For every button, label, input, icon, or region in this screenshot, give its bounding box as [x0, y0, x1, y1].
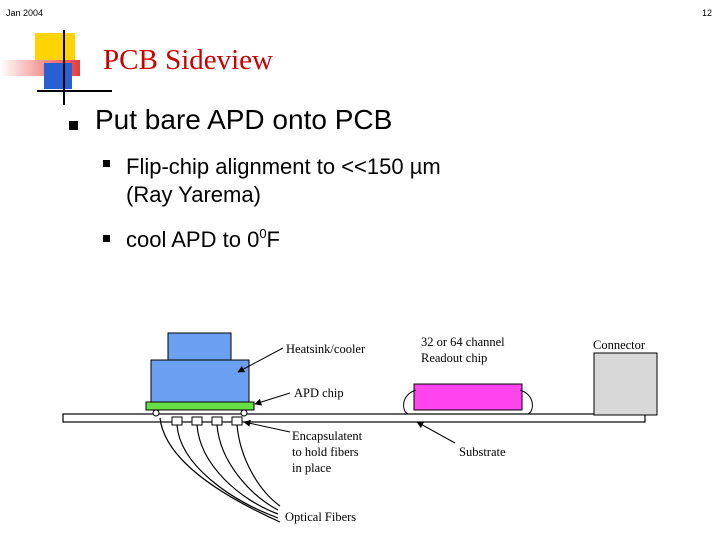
- heatsink-arrow: [237, 347, 284, 373]
- connector-block: [593, 352, 658, 416]
- encapsulant-label-line3: in place: [292, 461, 332, 475]
- sub-bullet-text: Flip-chip alignment to <<150 µm (Ray Yar…: [126, 153, 441, 209]
- fiber-hole: [191, 416, 203, 426]
- bullet-text: Put bare APD onto PCB: [95, 104, 393, 135]
- sub-bullet-line: (Ray Yarema): [126, 182, 261, 207]
- substrate-board: [62, 413, 646, 423]
- fiber-hole: [171, 416, 183, 426]
- sub-bullet-suffix: F: [266, 227, 280, 252]
- substrate-label: Substrate: [459, 445, 506, 459]
- optical-fiber: [176, 424, 279, 519]
- readout-label-line2: Readout chip: [421, 351, 487, 365]
- deco-blue-square: [44, 63, 72, 89]
- heatsink-label: Heatsink/cooler: [286, 342, 366, 356]
- encapsulant-label-line1: Encapsulatent: [292, 429, 363, 443]
- optical-fiber: [216, 424, 279, 511]
- sub-bullet-main: cool APD to 0: [126, 227, 260, 252]
- page-number: 12: [701, 8, 712, 18]
- optical-fibers-label: Optical Fibers: [285, 510, 356, 524]
- encapsulant-arrow: [243, 419, 291, 433]
- fiber-hole: [231, 416, 243, 426]
- superscript: 0: [259, 226, 267, 241]
- readout-label-line1: 32 or 64 channel: [421, 335, 505, 349]
- connector-label: Connector: [593, 338, 646, 352]
- solder-bump: [152, 409, 160, 417]
- apd-chip-arrow: [254, 392, 291, 406]
- apd-chip-block: [150, 359, 250, 403]
- optical-fiber: [159, 417, 281, 523]
- heatsink-block: [167, 332, 232, 361]
- bullet-marker: [69, 121, 78, 130]
- sub-bullet-marker: [103, 160, 110, 167]
- solder-bump: [240, 409, 248, 417]
- deco-vertical-line: [63, 30, 65, 105]
- header-date: Jan 2004: [6, 8, 44, 18]
- bond-wire: [519, 389, 533, 415]
- encapsulant-label-line2: to hold fibers: [292, 445, 359, 459]
- apd-chip-label: APD chip: [294, 386, 344, 400]
- bond-wire: [403, 389, 417, 415]
- sub-bullet-marker: [103, 235, 110, 242]
- slide-title: PCB Sideview: [103, 44, 273, 76]
- sub-bullet-text: cool APD to 00F: [126, 226, 280, 253]
- fiber-hole: [211, 416, 223, 426]
- substrate-arrow: [416, 421, 456, 444]
- deco-horizontal-line: [37, 90, 112, 92]
- apd-base: [145, 401, 255, 411]
- readout-chip-block: [413, 383, 523, 411]
- sub-bullet-line: Flip-chip alignment to <<150 µm: [126, 154, 441, 179]
- title-decoration: [0, 0, 120, 110]
- pcb-sideview-diagram: Heatsink/cooler APD chip 32 or 64 channe…: [62, 332, 658, 524]
- deco-yellow-square: [35, 33, 75, 63]
- optical-fiber: [236, 424, 281, 507]
- optical-fiber: [196, 424, 279, 515]
